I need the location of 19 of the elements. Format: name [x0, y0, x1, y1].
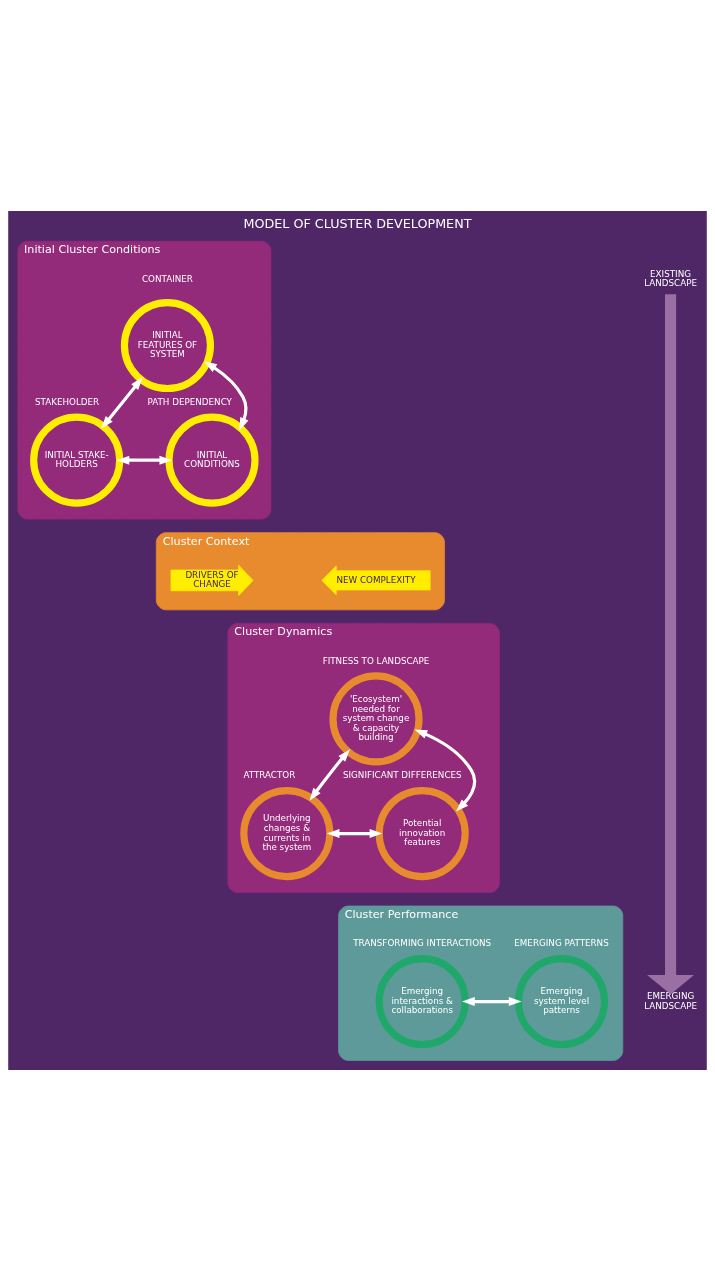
node-text: EXISTING LANDSCAPE	[644, 268, 697, 288]
arrow	[326, 828, 383, 838]
node-label: CONTAINER	[141, 273, 193, 284]
arrow	[462, 996, 522, 1006]
node-label: EMERGING PATTERNS	[514, 937, 609, 948]
node-label: PATH DEPENDENCY	[147, 396, 232, 407]
arrow	[116, 455, 173, 465]
diagram-title: MODEL OF CLUSTER DEVELOPMENT	[243, 215, 472, 231]
arrow	[101, 376, 143, 429]
node-text: EMERGING LANDSCAPE	[644, 990, 697, 1011]
arrow	[309, 748, 350, 801]
node-label: STAKEHOLDER	[35, 396, 100, 407]
node-label: SIGNIFICANT DIFFERENCES	[342, 769, 462, 780]
node-label: TRANSFORMING INTERACTIONS	[353, 937, 492, 948]
arrow	[414, 729, 477, 812]
arrow	[204, 360, 249, 430]
node-label: ATTRACTOR	[243, 769, 296, 780]
node-label: FITNESS TO LANDSCAPE	[322, 655, 430, 666]
arrow	[647, 293, 694, 994]
